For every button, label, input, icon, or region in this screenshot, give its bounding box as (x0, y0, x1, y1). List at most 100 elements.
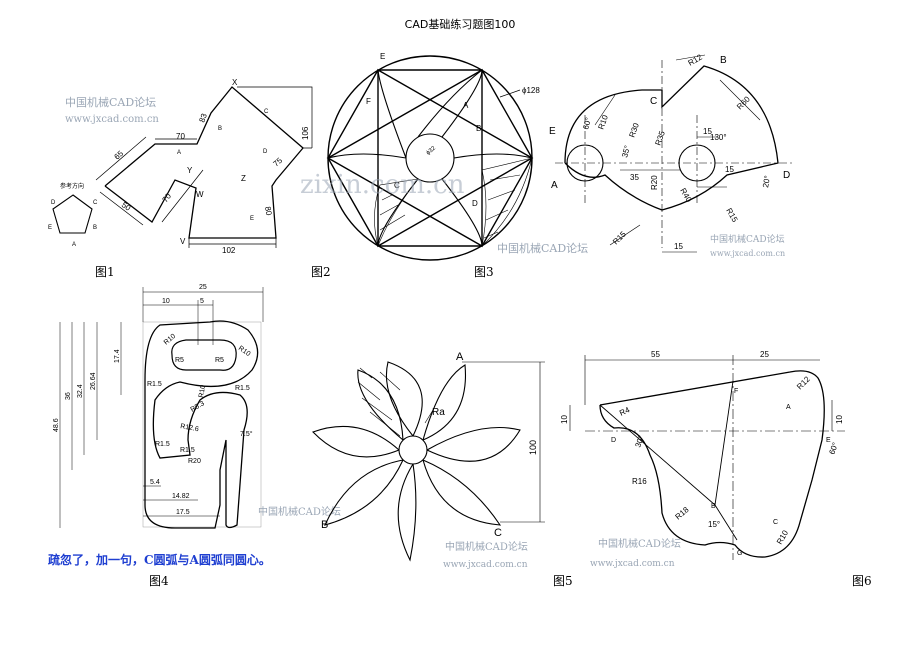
fig6-dim-r4: R4 (618, 405, 632, 418)
fig1-point-x: X (232, 78, 238, 87)
fig4-dim-r10b: R10 (237, 345, 252, 358)
fig6-dim-r12: R12 (795, 374, 812, 391)
fig6-dim-r10: R10 (775, 528, 790, 546)
fig1-pent-b: B (93, 225, 97, 231)
fig2-label-f: F (366, 97, 371, 106)
fig3-label-e: E (549, 126, 556, 137)
figure-6: 55 25 10 10 R4 R12 30° 60° R16 R18 15° R… (560, 350, 845, 569)
fig3-left-circle (566, 144, 604, 182)
fig4-dim-2664: 26.64 (90, 372, 97, 390)
fig4-dim-175: 17.5 (176, 509, 190, 516)
fig1-dim-83: 83 (197, 112, 209, 124)
fig5-dim-lines (424, 361, 545, 523)
fig1-dim-106: 106 (301, 126, 310, 140)
fig6-label-f: F (734, 388, 738, 395)
fig3-label-d: D (783, 170, 790, 181)
fig3-dim-r15a: R15 (724, 207, 739, 225)
figure-2: E F A B C D ϕ128 ϕ32 zixin.com.cn 中国机械CA… (300, 52, 588, 261)
fig1-edge-e: E (250, 216, 254, 222)
fig4-dim-r53: R5.3 (190, 400, 206, 414)
fig1-point-y: Y (187, 166, 193, 175)
fig1-edge-b: B (218, 126, 222, 132)
fig4-dim-r10c: R10 (198, 384, 207, 398)
fig3-label-a: A (551, 180, 558, 191)
fig1-point-z: Z (241, 174, 246, 183)
fig3-dim-r40: R40 (678, 187, 693, 205)
fig6-dim-lines (569, 355, 833, 431)
fig5-label-c: C (494, 527, 502, 539)
fig6-label-b: B (711, 503, 716, 510)
fig1-dim-70a: 70 (176, 132, 185, 141)
fig5-label-a: A (456, 351, 464, 363)
fig6-dim-r18: R18 (674, 505, 691, 522)
fig3-dim-15b: 15 (725, 165, 734, 174)
fig4-dim-r20: R20 (188, 458, 201, 465)
fig6-dim-10b: 10 (835, 415, 844, 424)
fig4-dim-54: 5.4 (150, 479, 160, 486)
fig6-dim-15deg: 15° (708, 520, 720, 529)
figure-4: 25 10 5 R10 R5 R5 R10 R1.5 R1.5 R10 R5.3… (53, 284, 341, 529)
watermark-forum: 中国机械CAD论坛 (258, 505, 341, 518)
fig3-dim-r15b: R15 (611, 229, 628, 246)
fig3-dim-r60: R60 (735, 94, 752, 111)
fig3-dim-lines (594, 54, 761, 253)
fig4-dim-1482: 14.82 (172, 493, 190, 500)
fig2-outer-circle (327, 55, 533, 261)
fig1-edge-a: A (177, 150, 181, 156)
fig3-label-b: B (720, 55, 727, 66)
fig4-dim-75deg: 7.5° (240, 430, 253, 438)
watermark-url: www.jxcad.com.cn (65, 114, 159, 125)
fig2-label-e: E (380, 52, 385, 61)
fig5-hatched-petal (357, 367, 401, 437)
fig4-dim-486: 48.6 (53, 418, 60, 432)
fig2-hatch-c (374, 178, 419, 247)
fig6-label-c: C (773, 519, 778, 526)
fig3-dim-r30: R30 (627, 121, 641, 138)
fig3-dim-r20: R20 (650, 175, 659, 190)
fig6-label-e: E (826, 437, 831, 444)
fig4-dim-r5b: R5 (215, 357, 224, 364)
fig6-label-d: D (611, 437, 616, 444)
figure-4-note: 疏忽了，加一句，C圆弧与A圆弧同圆心。 (48, 553, 271, 567)
fig2-label-d: D (472, 199, 478, 208)
fig4-inner-slot (171, 339, 237, 371)
fig2-label-c: C (394, 181, 400, 190)
fig1-point-v: V (180, 237, 186, 246)
caption-figure-1: 图1 (95, 265, 115, 279)
figure-3: B C E A D R12 R60 R10 R30 R35 60° 35° 15… (549, 52, 795, 258)
fig4-dim-36: 36 (65, 392, 72, 400)
caption-figure-5: 图5 (553, 574, 573, 588)
fig4-dim-lines (59, 287, 264, 528)
fig3-dim-r12: R12 (687, 52, 705, 67)
fig4-dim-r15d: R1.5 (180, 447, 195, 454)
fig4-dim-r15a: R1.5 (147, 381, 162, 388)
fig3-dim-r10: R10 (596, 113, 610, 130)
fig1-dim-102: 102 (222, 246, 236, 255)
fig1-ref-label: 参考方向 (60, 182, 84, 190)
fig5-label-ra: Ra (432, 407, 445, 418)
caption-figure-6: 图6 (852, 574, 872, 588)
caption-figure-3: 图3 (474, 265, 494, 279)
fig4-dim-10: 10 (162, 298, 170, 305)
watermark-url: www.jxcad.com.cn (443, 560, 528, 570)
fig3-centerlines (555, 60, 795, 248)
fig1-dim-lines (95, 86, 313, 248)
watermark-forum: 中国机械CAD论坛 (598, 537, 681, 550)
fig4-dim-174: 17.4 (114, 349, 121, 363)
fig6-label-g: G (737, 550, 742, 557)
watermark-url: www.jxcad.com.cn (710, 249, 785, 258)
fig3-right-circle (678, 144, 716, 182)
watermark-forum: 中国机械CAD论坛 (710, 233, 785, 245)
fig3-dim-20deg: 20° (761, 175, 772, 188)
fig6-outline (599, 370, 825, 558)
page-title: CAD基础练习题图100 (404, 18, 516, 31)
fig2-leader (499, 89, 521, 98)
fig4-dim-324: 32.4 (77, 384, 84, 398)
fig5-center-circle (398, 435, 428, 465)
fig6-dim-r16: R16 (632, 477, 647, 486)
fig4-dim-r126: R12.6 (180, 423, 200, 433)
fig6-dim-10a: 10 (560, 415, 569, 424)
fig1-dim-75: 75 (272, 156, 285, 169)
caption-figure-4: 图4 (149, 574, 169, 588)
